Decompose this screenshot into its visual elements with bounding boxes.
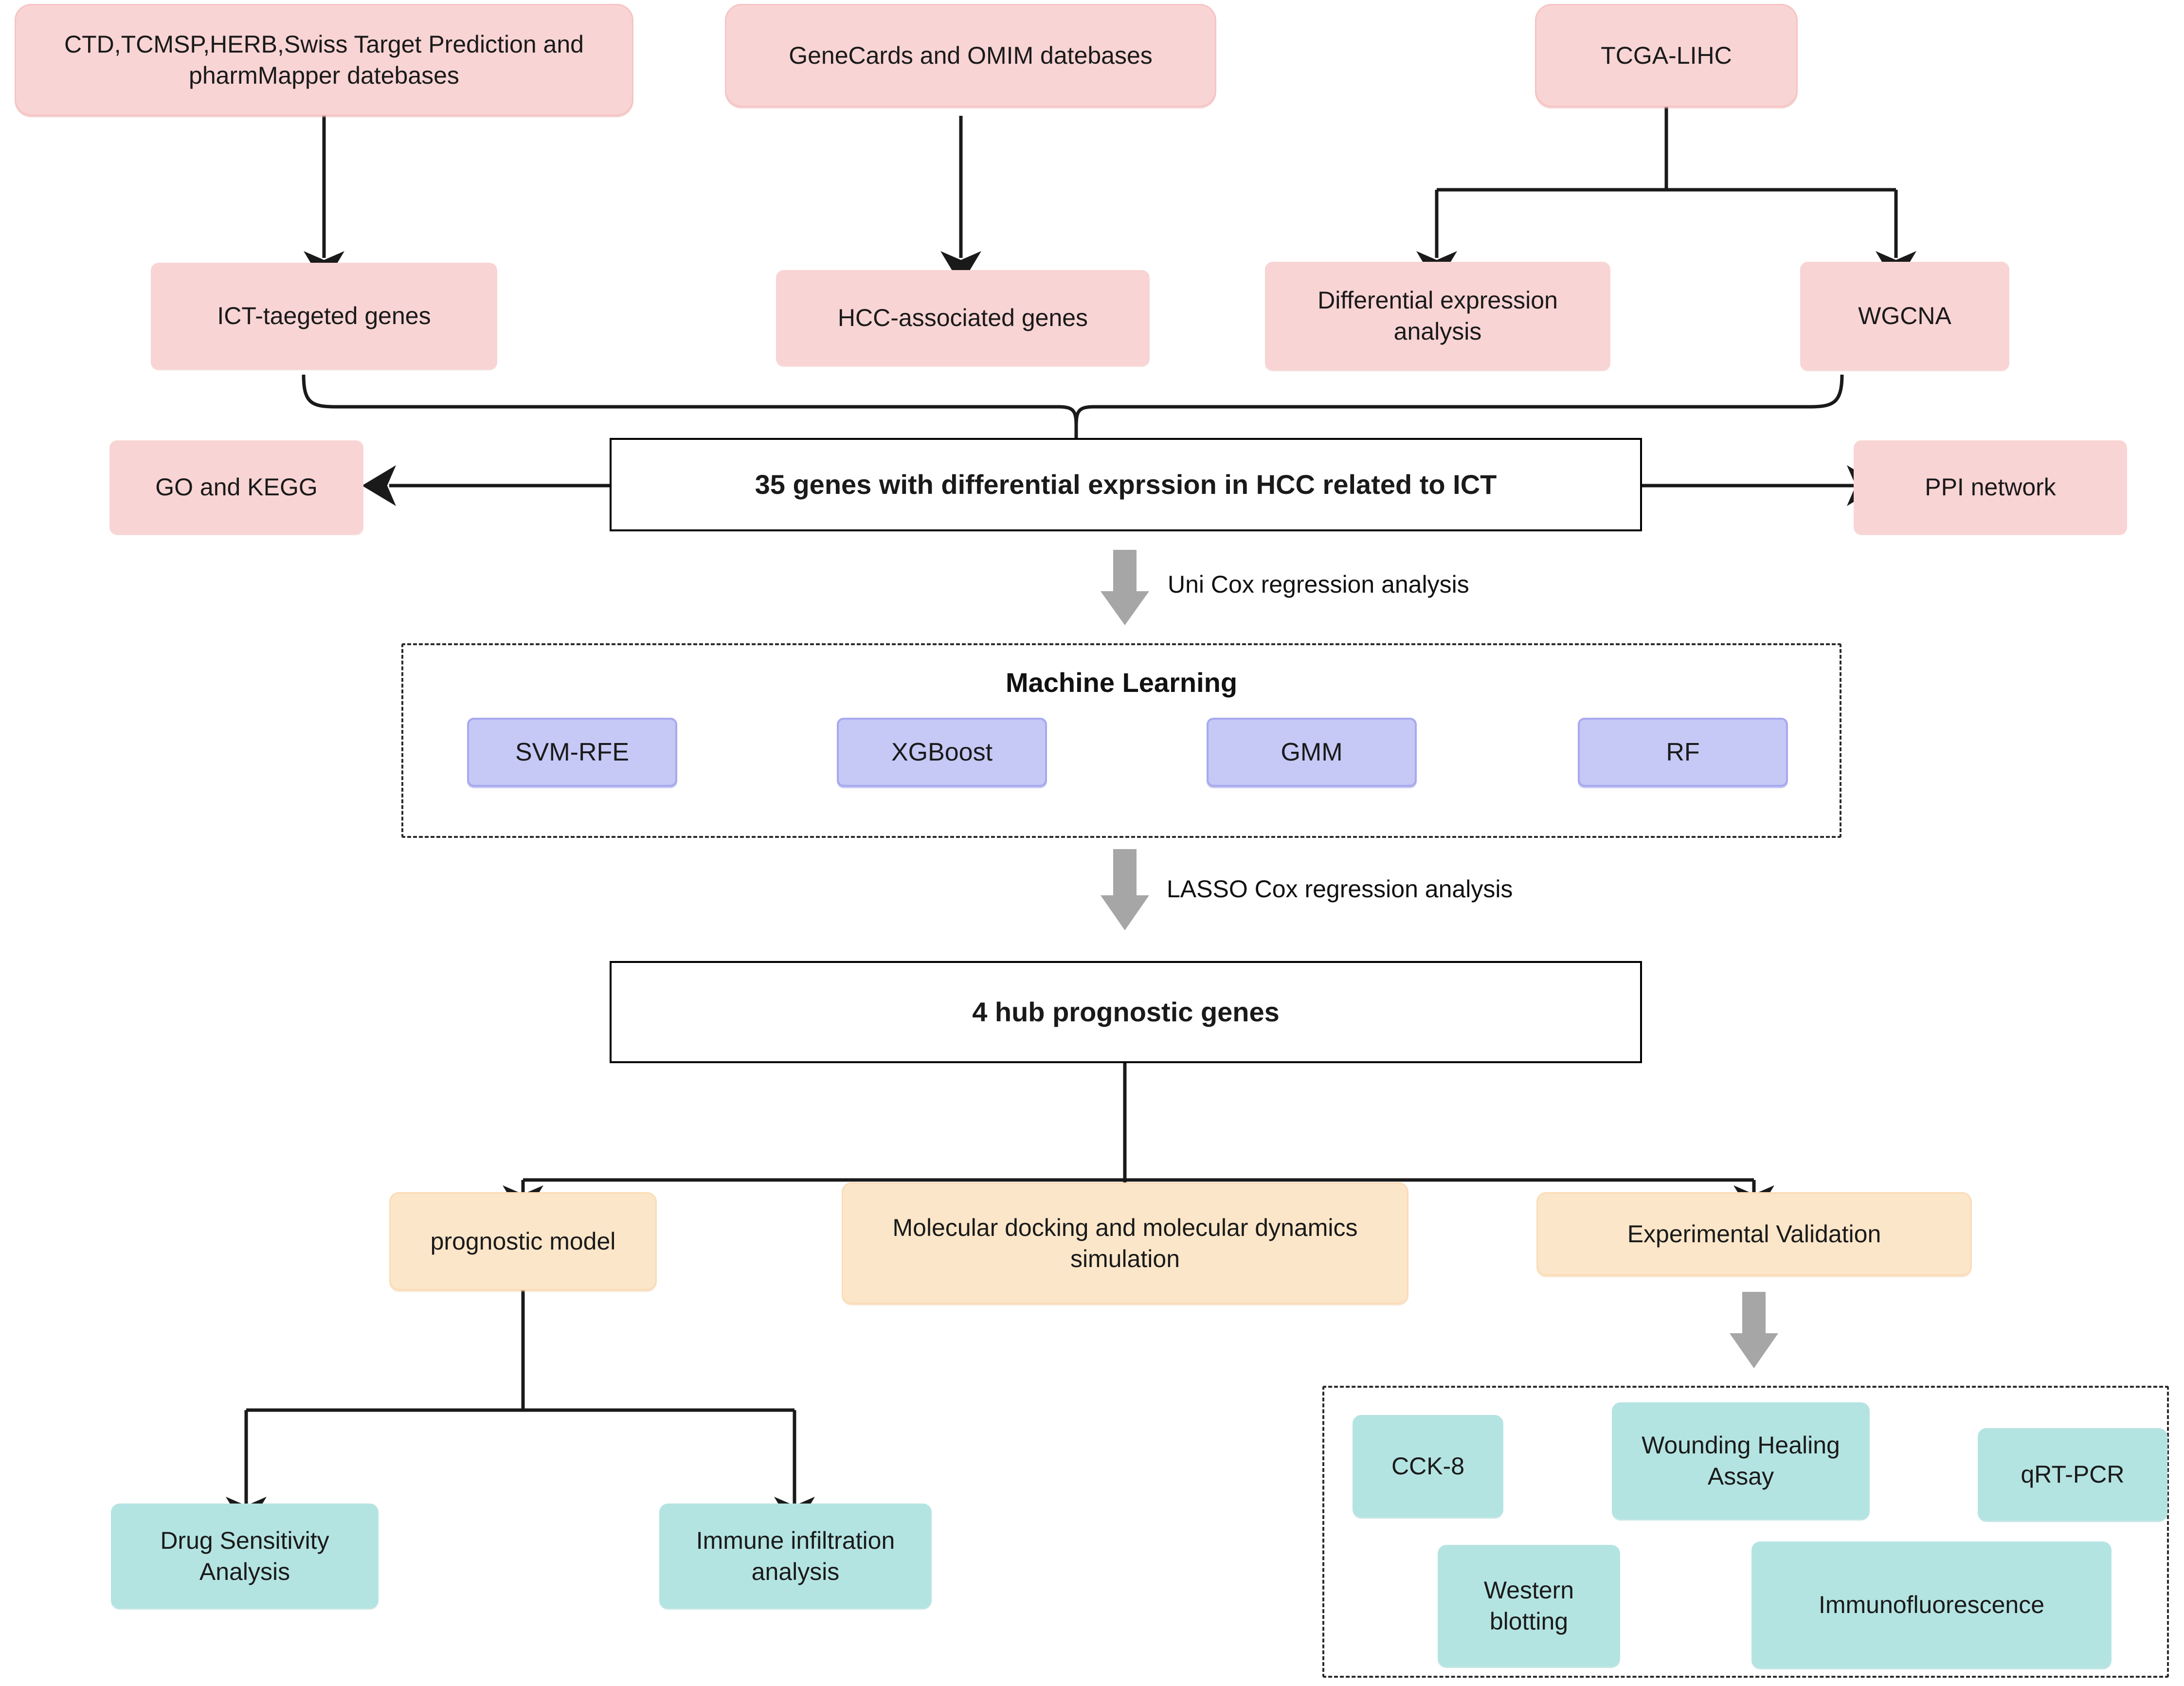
ml-method-gmm[interactable]: GMM bbox=[1207, 718, 1417, 787]
assay-label-cck-8: CCK-8 bbox=[1391, 1452, 1465, 1480]
assay-label-wounding-healing: Wounding Healing Assay bbox=[1642, 1432, 1840, 1490]
ml-label-rf: RF bbox=[1666, 738, 1700, 766]
label-ppi-network: PPI network bbox=[1925, 473, 2056, 501]
node-wgcna[interactable]: WGCNA bbox=[1800, 262, 2009, 370]
node-hub-prognostic-genes[interactable]: 4 hub prognostic genes bbox=[610, 961, 1642, 1063]
label-wgcna: WGCNA bbox=[1858, 302, 1951, 329]
assay-qrt-pcr[interactable]: qRT-PCR bbox=[1978, 1428, 2167, 1521]
ml-label-gmm: GMM bbox=[1281, 738, 1343, 766]
machine-learning-title: Machine Learning bbox=[1005, 667, 1238, 698]
label-drug-sensitivity-analysis: Drug Sensitivity Analysis bbox=[160, 1526, 329, 1585]
source-node-databases[interactable]: CTD,TCMSP,HERB,Swiss Target Prediction a… bbox=[15, 4, 633, 116]
ml-method-xgboost[interactable]: XGBoost bbox=[837, 718, 1047, 787]
ml-method-rf[interactable]: RF bbox=[1578, 718, 1788, 787]
assay-wounding-healing[interactable]: Wounding Healing Assay bbox=[1612, 1402, 1870, 1519]
label-differential-expression-analysis: Differential expression analysis bbox=[1318, 287, 1558, 345]
node-differential-expression-analysis[interactable]: Differential expression analysis bbox=[1265, 262, 1610, 370]
ml-label-svm-rfe: SVM-RFE bbox=[515, 738, 629, 766]
node-ict-targeted-genes[interactable]: ICT-taegeted genes bbox=[151, 263, 497, 369]
ml-method-svm-rfe[interactable]: SVM-RFE bbox=[467, 718, 677, 787]
node-hcc-associated-genes[interactable]: HCC-associated genes bbox=[776, 270, 1150, 365]
node-experimental-validation[interactable]: Experimental Validation bbox=[1536, 1192, 1972, 1276]
node-immune-infiltration-analysis[interactable]: Immune infiltration analysis bbox=[659, 1504, 932, 1608]
node-35-genes[interactable]: 35 genes with differential exprssion in … bbox=[610, 438, 1642, 531]
machine-learning-container bbox=[401, 643, 1841, 838]
label-35-genes: 35 genes with differential exprssion in … bbox=[755, 469, 1497, 500]
label-ict-targeted-genes: ICT-taegeted genes bbox=[217, 302, 431, 329]
source-label-databases: CTD,TCMSP,HERB,Swiss Target Prediction a… bbox=[64, 31, 584, 89]
edge-label-lasso-cox: LASSO Cox regression analysis bbox=[1167, 875, 1513, 903]
assay-immunofluorescence[interactable]: Immunofluorescence bbox=[1751, 1541, 2112, 1668]
label-hub-prognostic-genes: 4 hub prognostic genes bbox=[972, 997, 1280, 1028]
node-drug-sensitivity-analysis[interactable]: Drug Sensitivity Analysis bbox=[111, 1504, 379, 1608]
edge-label-uni-cox: Uni Cox regression analysis bbox=[1168, 571, 1469, 598]
label-molecular-docking: Molecular docking and molecular dynamics… bbox=[892, 1214, 1358, 1272]
node-go-and-kegg[interactable]: GO and KEGG bbox=[109, 440, 363, 534]
validation-assays-container bbox=[1322, 1386, 2169, 1678]
assay-cck-8[interactable]: CCK-8 bbox=[1353, 1415, 1503, 1517]
source-node-genecards[interactable]: GeneCards and OMIM datebases bbox=[725, 4, 1216, 107]
source-label-tcga: TCGA-LIHC bbox=[1601, 42, 1732, 69]
label-prognostic-model: prognostic model bbox=[430, 1228, 616, 1255]
node-ppi-network[interactable]: PPI network bbox=[1854, 440, 2127, 534]
assay-western-blotting[interactable]: Western blotting bbox=[1438, 1545, 1620, 1667]
node-molecular-docking[interactable]: Molecular docking and molecular dynamics… bbox=[842, 1182, 1408, 1304]
label-immune-infiltration-analysis: Immune infiltration analysis bbox=[696, 1526, 895, 1585]
assay-label-western-blotting: Western blotting bbox=[1483, 1577, 1574, 1635]
source-label-genecards: GeneCards and OMIM datebases bbox=[789, 42, 1153, 69]
label-hcc-associated-genes: HCC-associated genes bbox=[837, 304, 1088, 331]
label-go-and-kegg: GO and KEGG bbox=[155, 473, 318, 501]
assay-label-immunofluorescence: Immunofluorescence bbox=[1818, 1591, 2045, 1618]
ml-label-xgboost: XGBoost bbox=[891, 738, 993, 766]
label-experimental-validation: Experimental Validation bbox=[1627, 1220, 1881, 1248]
node-prognostic-model[interactable]: prognostic model bbox=[389, 1192, 657, 1290]
assay-label-qrt-pcr: qRT-PCR bbox=[2021, 1461, 2125, 1488]
source-node-tcga[interactable]: TCGA-LIHC bbox=[1535, 4, 1798, 107]
